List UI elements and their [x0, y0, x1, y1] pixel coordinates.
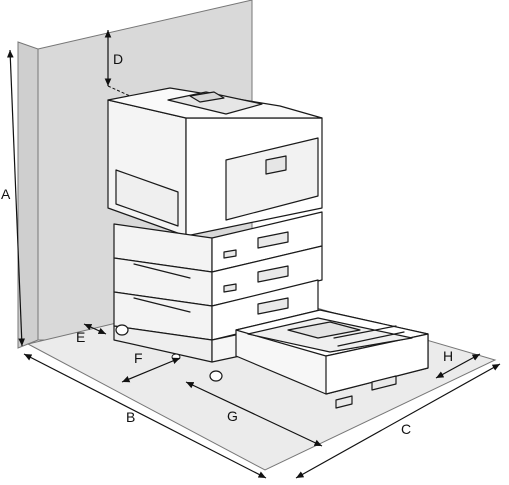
label-h: H	[443, 348, 453, 364]
dimension-line-c	[295, 363, 501, 479]
dimension-line-a	[6, 49, 26, 347]
label-a: A	[1, 186, 11, 202]
dimension-line-b	[23, 353, 267, 479]
printer	[107, 87, 323, 382]
dimension-line-e	[83, 323, 107, 335]
label-f: F	[134, 350, 143, 366]
label-e: E	[76, 329, 85, 345]
label-g: G	[227, 408, 238, 424]
label-d: D	[113, 51, 123, 67]
label-b: B	[126, 409, 135, 425]
dimension-line-h	[435, 353, 481, 379]
side-wall	[17, 41, 39, 349]
label-c: C	[401, 421, 411, 437]
